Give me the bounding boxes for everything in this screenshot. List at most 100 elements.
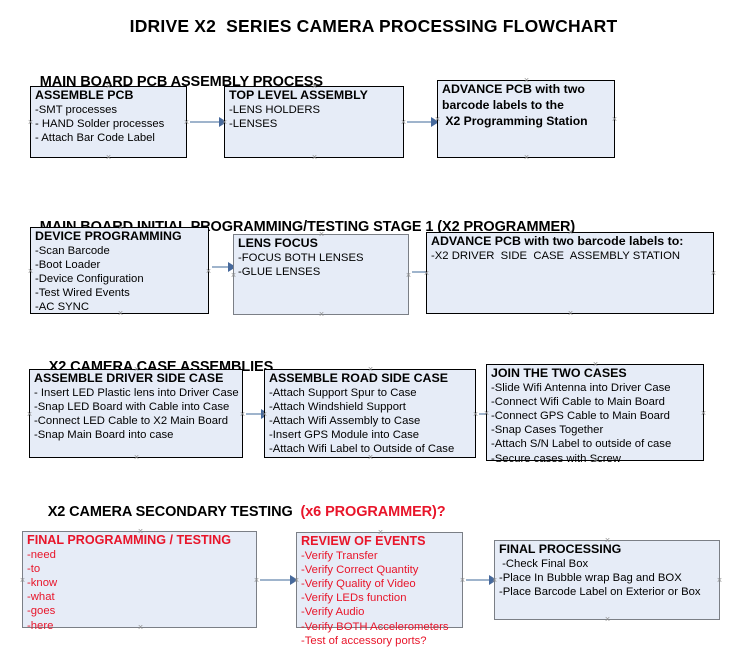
process-box-final-programming-testing[interactable]: FINAL PROGRAMMING / TESTING -need -to -k… — [19, 528, 260, 632]
process-box-final-processing[interactable]: FINAL PROCESSING -Check Final Box -Place… — [494, 540, 720, 620]
connection-handle-bottom[interactable] — [311, 154, 318, 161]
process-box-assemble-pcb[interactable]: ASSEMBLE PCB -SMT processes - HAND Solde… — [30, 86, 187, 158]
connection-handle-right[interactable] — [472, 411, 479, 418]
connection-handle-right[interactable] — [459, 577, 466, 584]
box-line: -Verify Correct Quantity — [301, 563, 419, 576]
box-title: JOIN THE TWO CASES — [491, 366, 627, 380]
connection-handle-right[interactable] — [205, 268, 212, 275]
connection-handle-right[interactable] — [183, 119, 190, 126]
connection-handle-right[interactable] — [611, 116, 618, 123]
box-title: REVIEW OF EVENTS — [301, 534, 426, 548]
box-line: -to — [27, 562, 41, 575]
process-box-assemble-road-side-case[interactable]: ASSEMBLE ROAD SIDE CASE -Attach Support … — [264, 369, 476, 458]
box-line: -Scan Barcode — [35, 244, 110, 257]
box-line: -here — [27, 619, 54, 632]
connection-handle-bottom[interactable] — [377, 624, 384, 631]
process-box-advance-pcb-station[interactable]: ADVANCE PCB with two barcode labels to t… — [437, 80, 615, 158]
connection-handle-left[interactable] — [293, 577, 300, 584]
connection-handle-top[interactable] — [592, 361, 599, 368]
arrow-shaft — [190, 121, 226, 123]
box-line: - Attach Bar Code Label — [35, 131, 155, 144]
box-line: -Snap Cases Together — [491, 424, 604, 437]
connection-handle-bottom[interactable] — [592, 457, 599, 464]
connection-handle-left[interactable] — [221, 119, 228, 126]
arrow-final-programming-to-review-events — [260, 575, 298, 585]
box-line: -LENS HOLDERS — [229, 103, 321, 116]
box-line: -Slide Wifi Antenna into Driver Case — [491, 381, 671, 394]
arrow-shaft — [407, 121, 438, 123]
box-line: -Snap Main Board into case — [34, 429, 174, 442]
connection-handle-bottom[interactable] — [523, 154, 530, 161]
box-line: barcode labels to the — [442, 97, 564, 112]
arrow-shaft — [466, 579, 496, 581]
connection-handle-left[interactable] — [261, 411, 268, 418]
connection-handle-bottom[interactable] — [117, 310, 124, 317]
box-line: -AC SYNC — [35, 301, 89, 314]
connection-handle-top[interactable] — [523, 77, 530, 84]
box-line: -Boot Loader — [35, 258, 101, 271]
connection-handle-bottom[interactable] — [367, 454, 374, 461]
connection-handle-bottom[interactable] — [604, 616, 611, 623]
connection-handle-right[interactable] — [405, 272, 412, 279]
arrow-device-programming-to-lens-focus — [212, 262, 236, 272]
connection-handle-top[interactable] — [117, 224, 124, 231]
connection-handle-bottom[interactable] — [318, 311, 325, 318]
process-box-assemble-driver-side-case[interactable]: ASSEMBLE DRIVER SIDE CASE - Insert LED P… — [29, 369, 243, 458]
connection-handle-bottom[interactable] — [133, 454, 140, 461]
section-heading-4-text: X2 CAMERA SECONDARY TESTING — [47, 504, 301, 520]
box-title: FINAL PROCESSING — [499, 542, 622, 556]
process-box-lens-focus[interactable]: LENS FOCUS -FOCUS BOTH LENSES -GLUE LENS… — [233, 234, 409, 315]
connection-handle-left[interactable] — [27, 119, 34, 126]
box-line: -X2 DRIVER SIDE CASE ASSEMBLY STATION — [431, 249, 681, 262]
connection-handle-right[interactable] — [700, 410, 707, 417]
page-title: IDRIVE X2 SERIES CAMERA PROCESSING FLOWC… — [129, 16, 618, 36]
connection-handle-top[interactable] — [318, 231, 325, 238]
connection-handle-left[interactable] — [27, 268, 34, 275]
box-line: -Verify LEDs function — [301, 592, 407, 605]
box-line: -need — [27, 548, 56, 561]
connection-handle-top[interactable] — [604, 537, 611, 544]
arrow-shaft — [260, 579, 297, 581]
box-line: -Test Wired Events — [35, 287, 130, 300]
box-line: X2 Programming Station — [442, 114, 588, 128]
box-line: -Attach Wifi Label to Outside of Case — [269, 443, 455, 456]
connection-handle-right[interactable] — [253, 577, 260, 584]
connection-handle-left[interactable] — [19, 577, 26, 584]
connection-handle-top[interactable] — [567, 229, 574, 236]
connection-handle-left[interactable] — [483, 410, 490, 417]
process-box-device-programming[interactable]: DEVICE PROGRAMMING -Scan Barcode -Boot L… — [30, 227, 209, 314]
process-box-join-the-two-cases[interactable]: JOIN THE TWO CASES -Slide Wifi Antenna i… — [483, 361, 707, 465]
connection-handle-right[interactable] — [716, 577, 723, 584]
connection-handle-left[interactable] — [423, 270, 430, 277]
connection-handle-bottom[interactable] — [567, 310, 574, 317]
connection-handle-top[interactable] — [311, 83, 318, 90]
connection-handle-right[interactable] — [400, 119, 407, 126]
section-heading-4-accent: (x6 PROGRAMMER)? — [300, 504, 446, 520]
connection-handle-top[interactable] — [137, 528, 144, 535]
connection-handle-left[interactable] — [26, 411, 33, 418]
connection-handle-top[interactable] — [105, 83, 112, 90]
connection-handle-top[interactable] — [377, 529, 384, 536]
box-line: -Device Configuration — [35, 272, 144, 285]
box-title: FINAL PROGRAMMING / TESTING — [27, 533, 232, 547]
box-line-overflow: -Test of accessory ports? — [301, 634, 427, 647]
box-title: ASSEMBLE ROAD SIDE CASE — [269, 371, 448, 385]
connection-handle-top[interactable] — [367, 366, 374, 373]
box-line: -Connect LED Cable to X2 Main Board — [34, 414, 229, 427]
connection-handle-left[interactable] — [230, 272, 237, 279]
box-line: - Insert LED Plastic lens into Driver Ca… — [34, 386, 239, 399]
connection-handle-left[interactable] — [434, 116, 441, 123]
box-title: ASSEMBLE DRIVER SIDE CASE — [34, 371, 224, 385]
box-line: -Place In Bubble wrap Bag and BOX — [499, 571, 682, 584]
connection-handle-right[interactable] — [239, 411, 246, 418]
connection-handle-top[interactable] — [133, 366, 140, 373]
process-box-top-level-assembly[interactable]: TOP LEVEL ASSEMBLY -LENS HOLDERS -LENSES — [224, 86, 404, 158]
process-box-review-of-events[interactable]: REVIEW OF EVENTS -Verify Transfer -Verif… — [293, 529, 466, 647]
connection-handle-left[interactable] — [491, 577, 498, 584]
connection-handle-right[interactable] — [710, 270, 717, 277]
connection-handle-bottom[interactable] — [105, 154, 112, 161]
box-title: DEVICE PROGRAMMING — [35, 229, 182, 243]
process-box-advance-pcb-driver-side[interactable]: ADVANCE PCB with two barcode labels to: … — [426, 232, 714, 314]
connection-handle-bottom[interactable] — [137, 624, 144, 631]
